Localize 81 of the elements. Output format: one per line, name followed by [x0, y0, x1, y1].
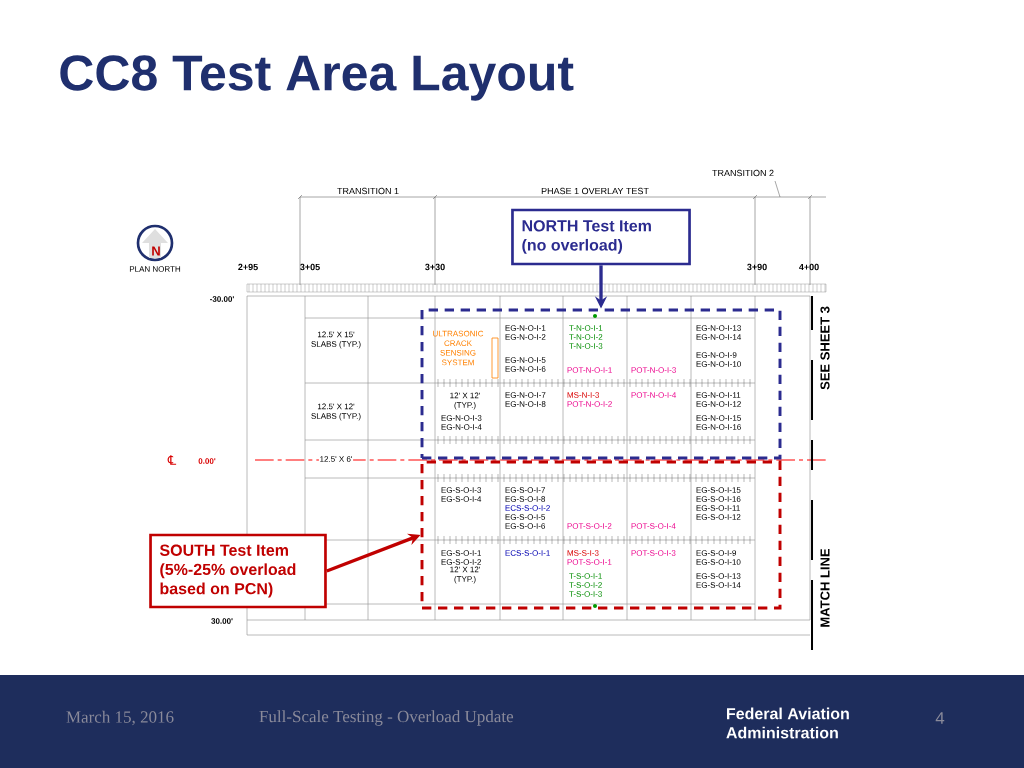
- callout-box: SOUTH Test Item (5%-25% overload based on PCN): [149, 533, 327, 609]
- sensor-label: EG-S-O-I-7: [505, 487, 545, 493]
- sensor-label: POT-N-O-I-2: [567, 401, 612, 407]
- sensor-label: EG-N-O-I-16: [696, 424, 741, 430]
- station-label: 3+30: [425, 263, 445, 271]
- sensor-label: POT-N-O-I-3: [631, 367, 676, 373]
- sensor-label: POT-S-O-I-2: [567, 523, 612, 529]
- test-area-outline: [420, 460, 782, 610]
- section-label: TRANSITION 1: [337, 187, 399, 195]
- sensor-label: ECS-S-O-I-1: [505, 550, 550, 556]
- sensor-label: EG-S-O-I-13: [696, 573, 741, 579]
- page-number: 4: [935, 712, 945, 724]
- sensor-label: T-N-O-I-1: [569, 325, 603, 331]
- sensor-label: EG-N-O-I-6: [505, 366, 546, 372]
- sensor-label: T-S-O-I-2: [569, 582, 602, 588]
- offset-label: 0.00': [198, 458, 216, 464]
- sensor-label: T-S-O-I-3: [569, 591, 602, 597]
- sensor-label: EG-S-O-I-10: [696, 559, 741, 565]
- sensor-label: EG-S-O-I-11: [696, 505, 740, 511]
- sensor-label: MS-S-I-3: [567, 550, 599, 556]
- sensor-label: EG-S-O-I-15: [696, 487, 741, 493]
- offset-label: 30.00': [211, 618, 233, 624]
- sensor-label: EG-N-O-I-11: [696, 392, 741, 398]
- sensor-label: EG-S-O-I-16: [696, 496, 741, 502]
- slab-note: 12.5' X 12' SLABS (TYP.): [311, 403, 361, 421]
- offset-label: -30.00': [210, 296, 234, 302]
- sensor-label: T-S-O-I-1: [569, 573, 602, 579]
- sensor-label: EG-S-O-I-8: [505, 496, 546, 502]
- match-line-label: SEE SHEET 3: [820, 306, 830, 390]
- sensor-label: EG-N-O-I-3: [441, 415, 482, 421]
- sensor-label: EG-S-O-I-5: [505, 514, 546, 520]
- sensor-label: EG-N-O-I-5: [505, 357, 546, 363]
- match-line-label: MATCH LINE: [820, 548, 830, 627]
- section-label: PHASE 1 OVERLAY TEST: [541, 187, 649, 195]
- callout-box: NORTH Test Item (no overload): [511, 208, 691, 266]
- footer-text: Full-Scale Testing - Overload Update: [259, 710, 514, 726]
- sensor-label: POT-S-O-I-4: [631, 523, 676, 529]
- sensor-label: EG-N-O-I-7: [505, 392, 546, 398]
- slab-note: 12.5' X 15' SLABS (TYP.): [311, 331, 361, 349]
- centerline-symbol: ℄: [167, 455, 177, 465]
- sensor-label: EG-N-O-I-15: [696, 415, 741, 421]
- sensor-label: EG-N-O-I-13: [696, 325, 741, 331]
- test-area-outline: [420, 308, 782, 460]
- sensor-label: EG-S-O-I-1: [441, 550, 481, 556]
- section-label: TRANSITION 2: [712, 169, 774, 177]
- sensor-label: POT-N-O-I-1: [567, 367, 612, 373]
- sensor-label: EG-S-O-I-3: [441, 487, 482, 493]
- sensor-label: EG-N-O-I-10: [696, 361, 741, 367]
- sensor-label: EG-S-O-I-12: [696, 514, 741, 520]
- sensor-label: EG-N-O-I-9: [696, 352, 737, 358]
- sensor-label: ECS-S-O-I-2: [505, 505, 550, 511]
- sensor-label: EG-N-O-I-2: [505, 334, 546, 340]
- sensor-label: T-N-O-I-2: [569, 334, 603, 340]
- sensor-label: POT-S-O-I-3: [631, 550, 676, 556]
- sensor-label: EG-S-O-I-14: [696, 582, 741, 588]
- footer-date: March 15, 2016: [66, 710, 174, 726]
- station-label: 3+05: [300, 263, 320, 271]
- system-note: ULTRASONIC CRACK SENSING SYSTEM: [433, 330, 484, 366]
- sensor-label: EG-S-O-I-6: [505, 523, 546, 529]
- icon-caption: PLAN NORTH: [129, 266, 181, 272]
- sensor-label: EG-N-O-I-14: [696, 334, 742, 340]
- sensor-label: EG-S-O-I-9: [696, 550, 736, 556]
- sensor-label: EG-N-O-I-8: [505, 401, 546, 407]
- sensor-label: POT-S-O-I-1: [567, 559, 612, 565]
- sensor-label: EG-N-O-I-12: [696, 401, 741, 407]
- station-label: 2+95: [238, 263, 258, 271]
- station-label: 4+00: [799, 263, 819, 271]
- sensor-label: EG-S-O-I-2: [441, 559, 481, 565]
- organization-name: Federal Aviation Administration: [726, 707, 849, 739]
- slab-note: 12.5' X 6': [318, 455, 354, 463]
- sensor-label: POT-N-O-I-4: [631, 392, 677, 398]
- sensor-label: EG-N-O-I-4: [441, 424, 482, 430]
- sensor-label: EG-N-O-I-1: [505, 325, 546, 331]
- sensor-label: MS-N-I-3: [567, 392, 600, 398]
- station-label: 3+90: [747, 263, 767, 271]
- sensor-label: EG-S-O-I-4: [441, 496, 482, 502]
- slide-title: CC8 Test Area Layout: [60, 55, 574, 101]
- sensor-label: T-N-O-I-3: [569, 343, 603, 349]
- slab-note: 12' X 12' (TYP.): [450, 392, 480, 410]
- north-letter: N: [152, 246, 160, 256]
- slab-note: 12' X 12' (TYP.): [450, 566, 480, 584]
